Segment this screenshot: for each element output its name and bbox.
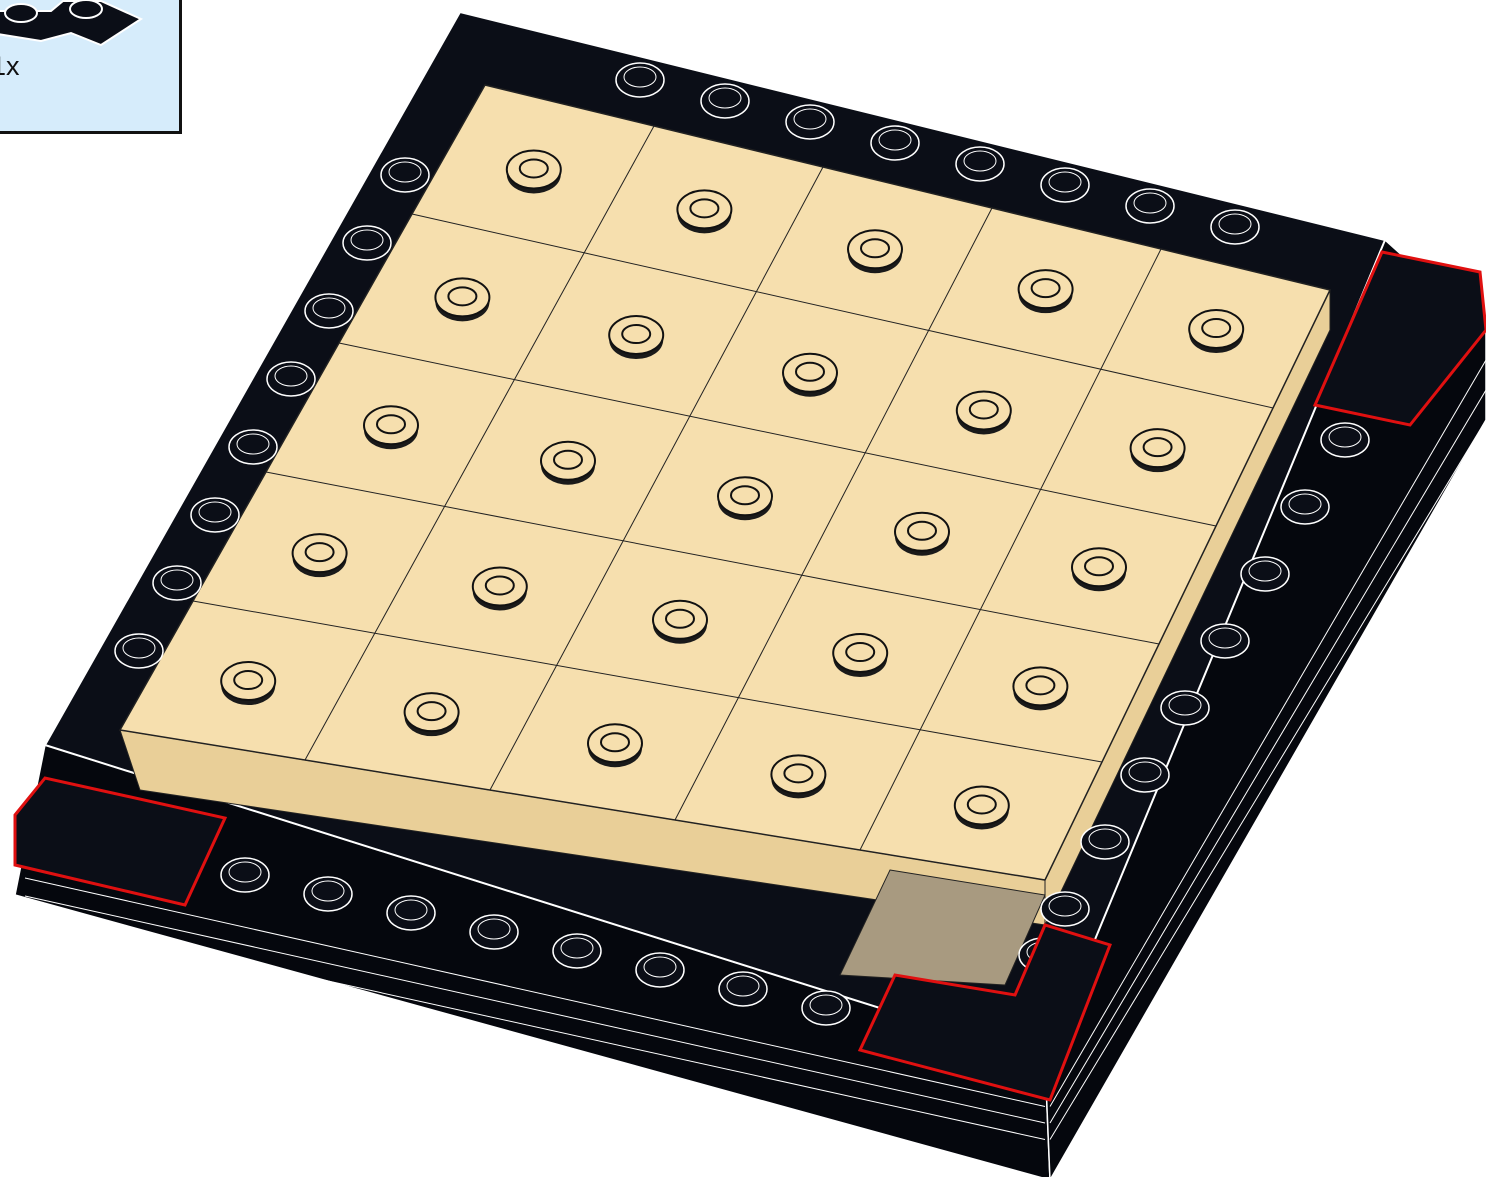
tan-stud [895,513,949,551]
right-wall-stud [1281,490,1329,524]
tan-stud [653,601,707,639]
tan-stud [221,662,275,700]
left-wall-stud [191,498,239,532]
right-wall-stud [1041,892,1089,926]
top-wall-stud [1211,210,1259,244]
tan-stud [1019,270,1073,308]
left-wall-stud [115,634,163,668]
top-wall-stud [1126,189,1174,223]
tan-stud [718,477,772,515]
tan-stud [1072,548,1126,586]
right-wall-stud [1241,557,1289,591]
tan-stud [1189,310,1243,348]
tan-stud [848,230,902,268]
front-wall-stud [304,877,352,911]
top-wall-stud [616,63,664,97]
tan-stud [609,316,663,354]
front-wall-stud [387,896,435,930]
front-wall-stud [221,858,269,892]
tan-stud [1013,667,1067,705]
tan-stud [783,354,837,392]
tan-stud [833,634,887,672]
tan-stud [293,534,347,572]
left-wall-stud [153,566,201,600]
tan-stud [364,406,418,444]
top-wall-stud [956,147,1004,181]
right-wall-stud [1081,825,1129,859]
top-wall-stud [786,105,834,139]
front-wall-stud [802,991,850,1025]
tan-stud [771,755,825,793]
front-wall-stud [470,915,518,949]
front-wall-stud [636,953,684,987]
top-wall-stud [1041,168,1089,202]
tan-stud [957,391,1011,429]
right-wall-stud [1321,423,1369,457]
top-wall-stud [701,84,749,118]
left-wall-stud [381,158,429,192]
right-wall-stud [1121,758,1169,792]
tan-stud [405,693,459,731]
front-wall-stud [553,934,601,968]
tan-stud [677,190,731,228]
left-wall-stud [305,294,353,328]
left-wall-stud [229,430,277,464]
tan-stud [541,442,595,480]
left-wall-stud [267,362,315,396]
right-wall-stud [1201,624,1249,658]
tan-stud [955,786,1009,824]
tan-stud [1131,429,1185,467]
left-wall-stud [343,226,391,260]
top-wall-stud [871,126,919,160]
tan-stud [435,278,489,316]
right-wall-stud [1161,691,1209,725]
tan-stud [473,567,527,605]
front-wall-stud [719,972,767,1006]
tan-stud [507,150,561,188]
tan-stud [588,724,642,762]
